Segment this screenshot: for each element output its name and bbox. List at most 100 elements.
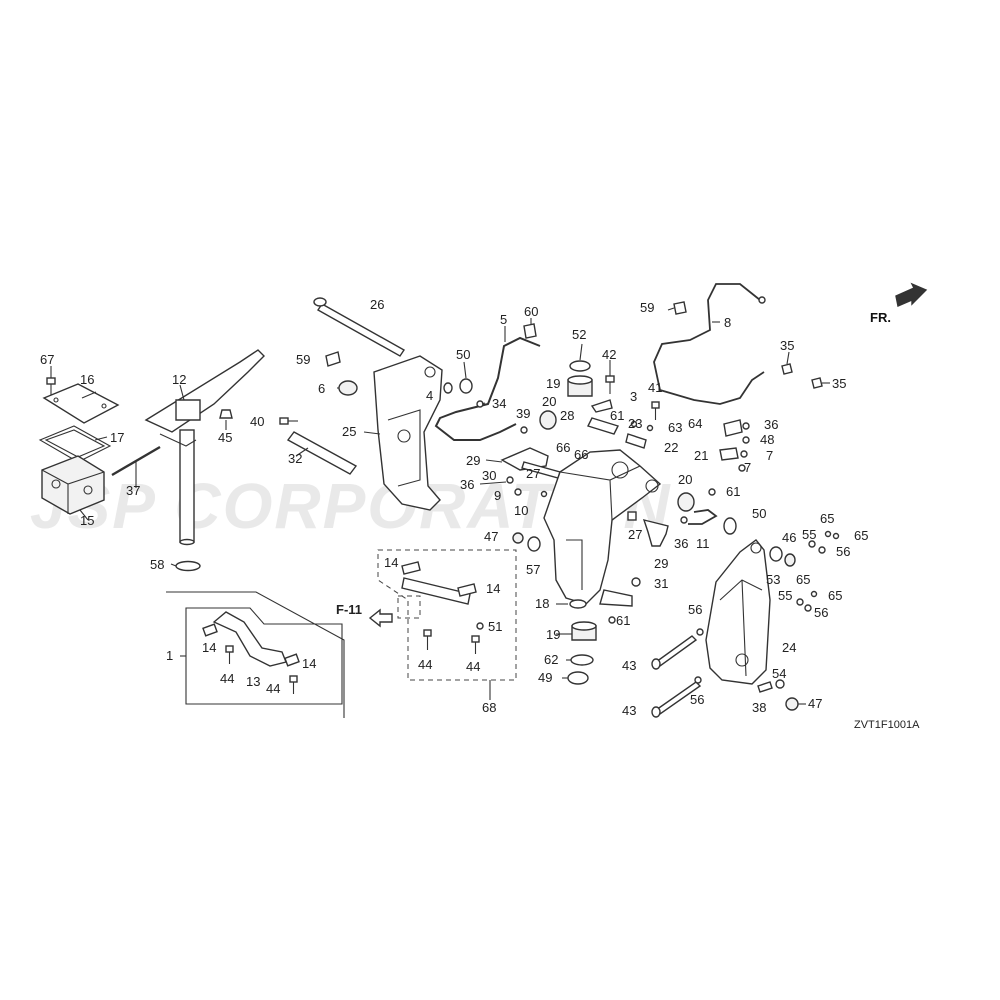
bushing-6-icon — [338, 380, 358, 396]
callout-7b: 7 — [744, 460, 751, 475]
nut-47-icon — [512, 532, 524, 544]
callout-56d: 56 — [690, 692, 704, 707]
callout-65d: 65 — [828, 588, 842, 603]
fr-label: FR. — [870, 310, 891, 325]
callout-47b: 47 — [808, 696, 822, 711]
callout-14b: 14 — [302, 656, 316, 671]
callout-29a: 29 — [466, 453, 480, 468]
callout-38: 38 — [752, 700, 766, 715]
part-group-68: F-11 — [336, 549, 517, 700]
callout-44b: 44 — [266, 681, 280, 696]
callout-27a: 27 — [526, 466, 540, 481]
callout-36a: 36 — [764, 417, 778, 432]
callout-34: 34 — [492, 396, 506, 411]
part-group-swivel — [279, 297, 443, 511]
callout-51: 51 — [488, 619, 502, 634]
pipe-8 — [653, 283, 765, 405]
bolt-43a-icon — [651, 635, 698, 670]
hose-11 — [688, 509, 718, 525]
callout-4: 4 — [426, 388, 433, 403]
cap-59-icon — [325, 351, 341, 367]
callout-44c: 44 — [418, 657, 432, 672]
callout-23: 23 — [628, 416, 642, 431]
callout-46: 46 — [782, 530, 796, 545]
nut-45-icon — [219, 409, 233, 419]
box-15 — [41, 455, 105, 515]
callout-55a: 55 — [802, 527, 816, 542]
callout-24: 24 — [782, 640, 796, 655]
callout-37: 37 — [126, 483, 140, 498]
callout-6: 6 — [318, 381, 325, 396]
part-group-center — [434, 318, 619, 552]
callout-49: 49 — [538, 670, 552, 685]
callout-57: 57 — [526, 562, 540, 577]
callout-66a: 66 — [556, 440, 570, 455]
callout-1: 1 — [166, 648, 173, 663]
callout-10: 10 — [514, 503, 528, 518]
callout-45: 45 — [218, 430, 232, 445]
callout-19a: 19 — [546, 376, 560, 391]
gasket-17 — [38, 425, 112, 463]
callout-39: 39 — [516, 406, 530, 421]
callout-21: 21 — [694, 448, 708, 463]
callout-43b: 43 — [622, 703, 636, 718]
callout-12: 12 — [172, 372, 186, 387]
callout-29b: 29 — [654, 556, 668, 571]
callout-54: 54 — [772, 666, 786, 681]
callout-9: 9 — [494, 488, 501, 503]
bolt-43b-icon — [651, 681, 702, 718]
callout-53: 53 — [766, 572, 780, 587]
bracket-29 — [500, 447, 549, 471]
callout-15: 15 — [80, 513, 94, 528]
callout-8: 8 — [724, 315, 731, 330]
callout-labels: 1 3 4 5 6 7 7 8 9 10 11 12 13 14 14 14 1… — [40, 297, 868, 718]
callout-44a: 44 — [220, 671, 234, 686]
callout-31: 31 — [654, 576, 668, 591]
pin-32 — [286, 431, 358, 475]
callout-62: 62 — [544, 652, 558, 667]
reference-label: F-11 — [336, 602, 362, 617]
part-group-center-right — [625, 401, 737, 547]
reference-arrow — [368, 608, 393, 628]
callout-50a: 50 — [456, 347, 470, 362]
clip-14a — [401, 561, 421, 575]
bushing-20-icon — [539, 410, 557, 430]
steering-arm-12 — [144, 349, 265, 546]
callout-22: 22 — [664, 440, 678, 455]
stay-13 — [212, 611, 287, 667]
callout-32: 32 — [288, 451, 302, 466]
callout-65b: 65 — [854, 528, 868, 543]
callout-58: 58 — [150, 557, 164, 572]
swivel-case-18 — [543, 449, 662, 609]
callout-36b: 36 — [460, 477, 474, 492]
oring-58-icon — [175, 560, 201, 572]
callout-52: 52 — [572, 327, 586, 342]
callout-14a: 14 — [202, 640, 216, 655]
ring-62-icon — [570, 654, 594, 666]
callout-27b: 27 — [628, 527, 642, 542]
front-direction-arrow: FR. — [870, 282, 928, 325]
callout-56b: 56 — [814, 605, 828, 620]
callout-63: 63 — [668, 420, 682, 435]
callout-16: 16 — [80, 372, 94, 387]
callout-7a: 7 — [766, 448, 773, 463]
bushing-20b-icon — [677, 492, 695, 512]
bolt-40-icon — [279, 417, 298, 425]
callout-47a: 47 — [484, 529, 498, 544]
callout-61b: 61 — [726, 484, 740, 499]
callout-66b: 66 — [574, 447, 588, 462]
nut-35-icon — [781, 363, 793, 375]
pipe-5 — [434, 336, 541, 441]
callout-17: 17 — [110, 430, 124, 445]
washer-49-icon — [567, 671, 589, 685]
callout-44d: 44 — [466, 659, 480, 674]
part-group-lower-center — [556, 577, 641, 685]
callout-56a: 56 — [836, 544, 850, 559]
nut-47b-icon — [785, 697, 799, 711]
callout-35b: 35 — [832, 376, 846, 391]
callout-19b: 19 — [546, 627, 560, 642]
callout-43a: 43 — [622, 658, 636, 673]
cover-plate-16 — [42, 383, 120, 424]
callout-59b: 59 — [640, 300, 654, 315]
part-group-right — [651, 530, 840, 718]
